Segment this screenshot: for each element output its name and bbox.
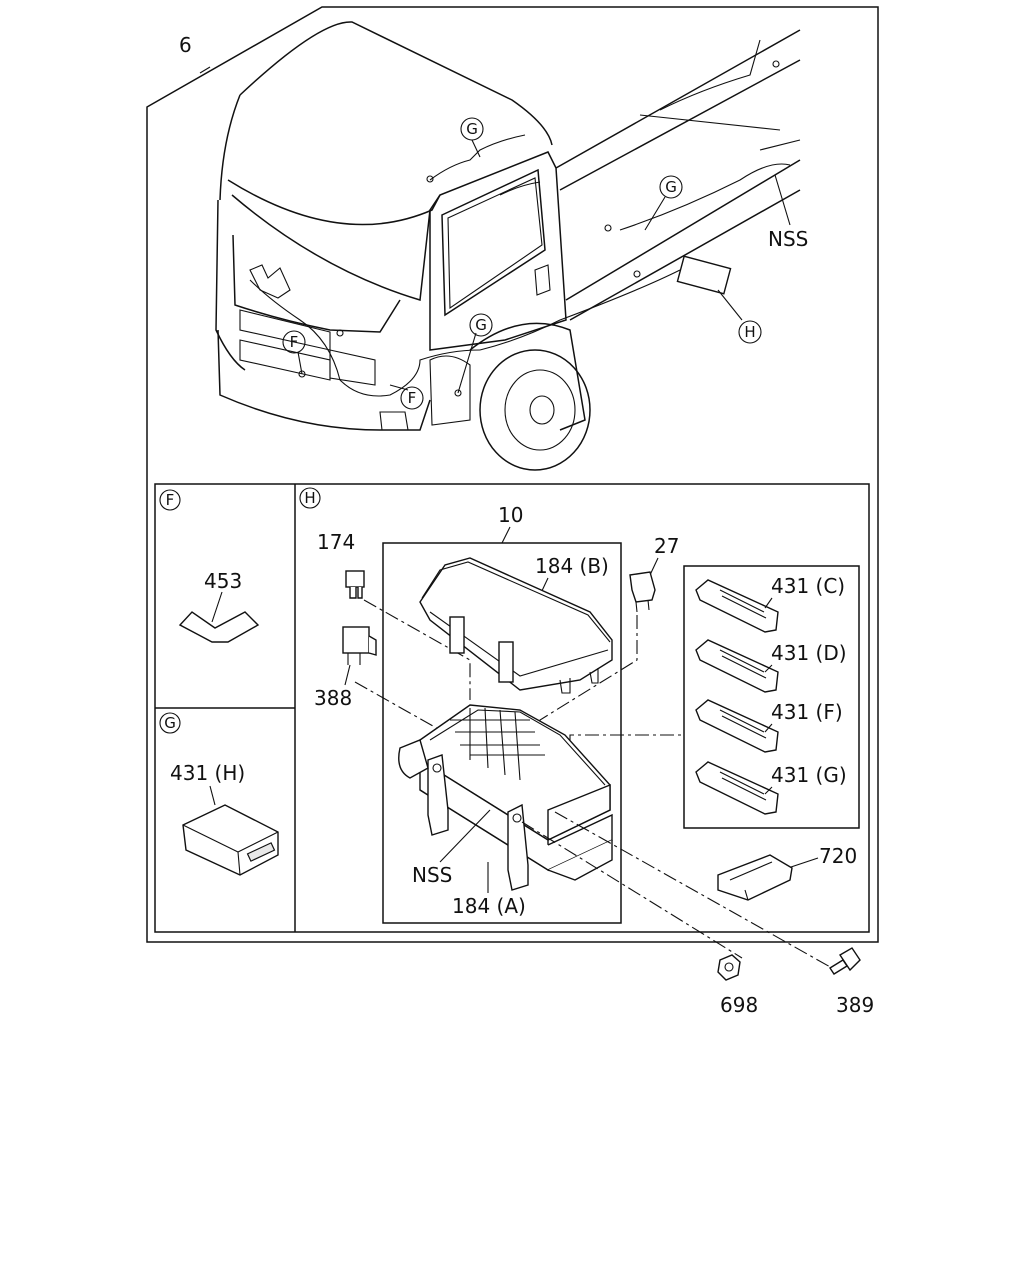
callout-nss-box[interactable]: NSS bbox=[412, 863, 452, 887]
callout-174[interactable]: 174 bbox=[317, 530, 355, 554]
part-698-nut[interactable] bbox=[717, 954, 741, 981]
part-174-fuse[interactable] bbox=[345, 570, 365, 599]
callout-184b[interactable]: 184 (B) bbox=[535, 554, 609, 578]
circle-ref-g-chassis[interactable]: G bbox=[659, 175, 683, 199]
part-388-relay[interactable] bbox=[342, 626, 377, 665]
callout-431c[interactable]: 431 (C) bbox=[771, 574, 845, 598]
callout-388[interactable]: 388 bbox=[314, 686, 352, 710]
circle-ref-label: G bbox=[466, 120, 478, 138]
circle-ref-g-wheel[interactable]: G bbox=[469, 313, 493, 337]
panel-h-ref: H bbox=[299, 487, 321, 509]
callout-27[interactable]: 27 bbox=[654, 534, 679, 558]
callout-431g[interactable]: 431 (G) bbox=[771, 763, 847, 787]
connector-group-box bbox=[683, 565, 860, 829]
part-389-bolt[interactable] bbox=[829, 947, 861, 975]
part-184a-base[interactable] bbox=[398, 704, 613, 891]
part-720-bracket[interactable] bbox=[717, 854, 793, 901]
truck-illustration bbox=[215, 21, 801, 471]
circle-ref-label: F bbox=[290, 333, 299, 351]
callout-698[interactable]: 698 bbox=[720, 993, 758, 1017]
panel-h: H 10 174 388 27 184 (B) bbox=[299, 487, 860, 924]
circle-ref-label: G bbox=[475, 316, 487, 334]
callout-453[interactable]: 453 bbox=[204, 569, 242, 593]
part-431c-connector[interactable] bbox=[695, 579, 779, 633]
callout-431h[interactable]: 431 (H) bbox=[170, 761, 245, 785]
part-431h-connector[interactable] bbox=[182, 804, 279, 876]
circle-ref-label: G bbox=[164, 714, 176, 732]
callout-431f[interactable]: 431 (F) bbox=[771, 700, 843, 724]
part-27-fuse[interactable] bbox=[629, 571, 656, 613]
panel-g: G 431 (H) bbox=[159, 712, 279, 876]
circle-ref-label: F bbox=[166, 491, 175, 509]
circle-ref-label: F bbox=[408, 389, 417, 407]
detail-panels bbox=[154, 483, 870, 933]
circle-ref-h-truck[interactable]: H bbox=[738, 320, 762, 344]
part-431d-connector[interactable] bbox=[695, 639, 779, 693]
callout-720[interactable]: 720 bbox=[819, 844, 857, 868]
circle-ref-label: G bbox=[665, 178, 677, 196]
panel-g-ref: G bbox=[159, 712, 181, 734]
circle-ref-f-bumper[interactable]: F bbox=[400, 386, 424, 410]
part-431g-connector[interactable] bbox=[695, 761, 779, 815]
callout-nss-chassis[interactable]: NSS bbox=[768, 227, 808, 251]
panel-f: F 453 bbox=[159, 489, 260, 643]
part-184b-cover[interactable] bbox=[419, 557, 613, 694]
callout-431d[interactable]: 431 (D) bbox=[771, 641, 847, 665]
callout-184a[interactable]: 184 (A) bbox=[452, 894, 526, 918]
main-frame bbox=[146, 6, 879, 943]
circle-ref-label: H bbox=[744, 323, 755, 341]
panel-f-ref: F bbox=[159, 489, 181, 511]
part-453-clip[interactable] bbox=[178, 611, 260, 643]
circle-ref-g-roof[interactable]: G bbox=[460, 117, 484, 141]
callout-389[interactable]: 389 bbox=[836, 993, 874, 1017]
circle-ref-label: H bbox=[304, 489, 315, 507]
callout-6[interactable]: 6 bbox=[179, 33, 192, 57]
part-431f-connector[interactable] bbox=[695, 699, 779, 753]
callout-10[interactable]: 10 bbox=[498, 503, 523, 527]
circle-ref-f-front[interactable]: F bbox=[282, 330, 306, 354]
